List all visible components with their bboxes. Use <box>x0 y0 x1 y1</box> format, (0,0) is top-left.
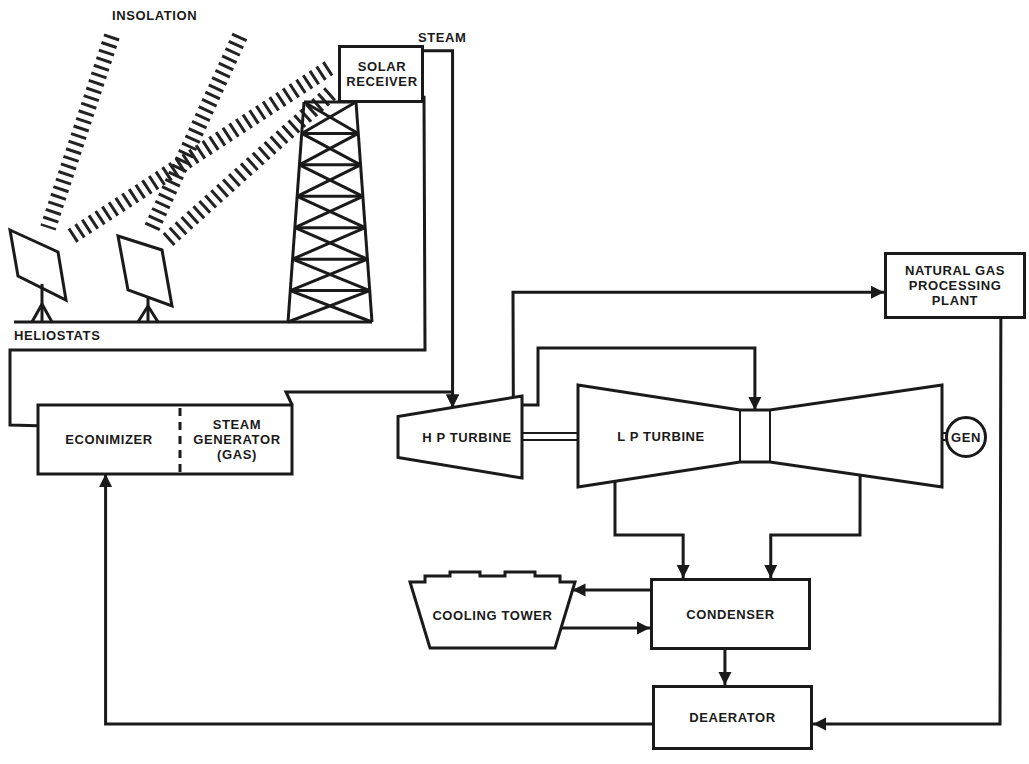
flow-arrow <box>615 481 690 578</box>
text-area: L P TURBINE <box>586 385 736 487</box>
lattice-brace <box>302 133 361 164</box>
arrow-head <box>764 565 777 578</box>
flow-line <box>10 96 425 426</box>
flow-arrow <box>424 51 459 408</box>
insolation-rays <box>48 36 332 240</box>
node-label: L P TURBINE <box>617 429 705 444</box>
flow-line <box>106 474 652 724</box>
flow-line <box>615 481 683 578</box>
lattice-brace <box>299 165 362 196</box>
turbine-shape: L P TURBINE <box>578 385 942 487</box>
arrow-head <box>748 397 761 410</box>
text-area: NATURAL GAS PROCESSING PLANT <box>891 255 1019 316</box>
text-area: CONDENSER <box>657 581 804 647</box>
node-label: ECONIMIZER <box>65 432 153 447</box>
arrow-head <box>871 286 884 299</box>
arrow-head <box>813 718 826 731</box>
flow-arrow <box>813 319 1001 731</box>
cooling-tower-shape: COOLING TOWER <box>410 572 575 648</box>
text-area: H P TURBINE <box>412 396 522 478</box>
shape-polygon <box>398 396 522 478</box>
arrow-head <box>637 621 650 634</box>
lattice-brace <box>290 291 372 322</box>
heliostat <box>118 236 172 322</box>
receiver-box: SOLAR RECEIVER <box>338 45 424 103</box>
process-box: NATURAL GAS PROCESSING PLANT <box>884 252 1026 319</box>
diagram-label: HELIOSTATS <box>14 328 100 343</box>
text-area: COOLING TOWER <box>432 586 553 644</box>
shape-polygon <box>410 572 575 648</box>
lattice-brace <box>293 258 368 261</box>
text-area: ECONIMIZER <box>42 405 176 474</box>
generator-circle: GEN <box>945 416 987 458</box>
flow-arrow <box>561 621 650 634</box>
steam-generator-housing <box>38 405 292 474</box>
flow-line <box>771 475 860 578</box>
text-area: GEN <box>952 419 980 455</box>
condenser-box: CONDENSER <box>650 578 811 650</box>
arrow-head <box>718 672 731 685</box>
flow-arrow <box>99 474 652 724</box>
arrow-head <box>677 565 690 578</box>
text-area: DEAERATOR <box>659 688 806 747</box>
deaerator-box: DEAERATOR <box>652 685 813 750</box>
lattice-brace <box>293 259 370 290</box>
node-label: H P TURBINE <box>422 430 511 445</box>
shape-polygon <box>578 385 942 487</box>
node-label: GEN <box>951 430 981 445</box>
ground-line <box>14 321 372 324</box>
flow-line <box>813 319 1001 724</box>
node-label: CONDENSER <box>686 607 774 622</box>
economizer-box: ECONIMIZER <box>38 405 180 474</box>
flow-arrow <box>10 96 425 426</box>
turbine-shape: H P TURBINE <box>398 396 522 478</box>
flow-line <box>513 292 884 397</box>
node-label: STEAM GENERATOR (GAS) <box>184 417 290 462</box>
flow-line <box>424 51 453 408</box>
flow-arrow <box>764 475 860 578</box>
text-area: SOLAR RECEIVER <box>345 48 419 100</box>
heliostat <box>10 230 66 322</box>
lattice-brace <box>295 228 368 259</box>
flow-line <box>561 626 650 629</box>
flow-arrow <box>513 286 884 398</box>
flow-arrow <box>718 650 731 685</box>
text-area: STEAM GENERATOR (GAS) <box>184 405 290 474</box>
lattice-brace <box>297 196 365 227</box>
node-label: DEAERATOR <box>689 710 776 725</box>
section-line <box>739 410 741 462</box>
diagram-label: STEAM <box>418 30 467 45</box>
node-label: COOLING TOWER <box>432 608 552 623</box>
steam-generator-box: STEAM GENERATOR (GAS) <box>180 405 298 474</box>
flow-arrow <box>573 584 650 597</box>
flow-line <box>286 392 453 407</box>
diagram-label: INSOLATION <box>112 8 197 23</box>
receiver-tower <box>288 102 372 322</box>
lattice-brace <box>297 195 363 198</box>
lattice-brace <box>304 102 358 133</box>
flow-arrow <box>286 392 459 407</box>
lattice-brace <box>299 163 360 166</box>
lattice-brace <box>302 132 359 135</box>
section-line <box>769 410 771 462</box>
lattice-brace <box>295 226 365 229</box>
node-label: SOLAR RECEIVER <box>345 59 419 89</box>
lattice-brace <box>290 289 369 292</box>
node-label: NATURAL GAS PROCESSING PLANT <box>891 263 1019 308</box>
arrow-head <box>99 474 112 487</box>
